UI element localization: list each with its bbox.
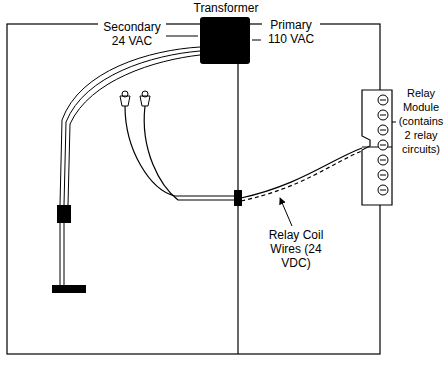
callout-label: Relay Coil Wires (24 VDC) xyxy=(262,228,330,270)
leader-arrow xyxy=(280,198,292,226)
secondary-wires xyxy=(60,47,200,285)
transformer-body xyxy=(200,17,250,64)
leader-line xyxy=(392,122,396,123)
relay-module xyxy=(362,90,392,205)
wire-connector xyxy=(57,205,71,223)
part-name: Transformer xyxy=(185,1,267,15)
wire-connector xyxy=(234,190,242,206)
callout-label: Secondary 24 VAC xyxy=(98,20,166,48)
wire-connector xyxy=(52,285,86,293)
callout-label: Primary 110 VAC xyxy=(262,18,320,46)
divider-line xyxy=(237,24,238,354)
relay-coil-wires xyxy=(125,106,362,201)
coil-wire-plugs xyxy=(120,91,150,106)
callout-label: Relay Module (contains 2 relay circuits) xyxy=(397,86,445,156)
leader-line xyxy=(166,36,198,37)
leader-line xyxy=(252,40,261,41)
enclosure-outline xyxy=(7,24,380,354)
